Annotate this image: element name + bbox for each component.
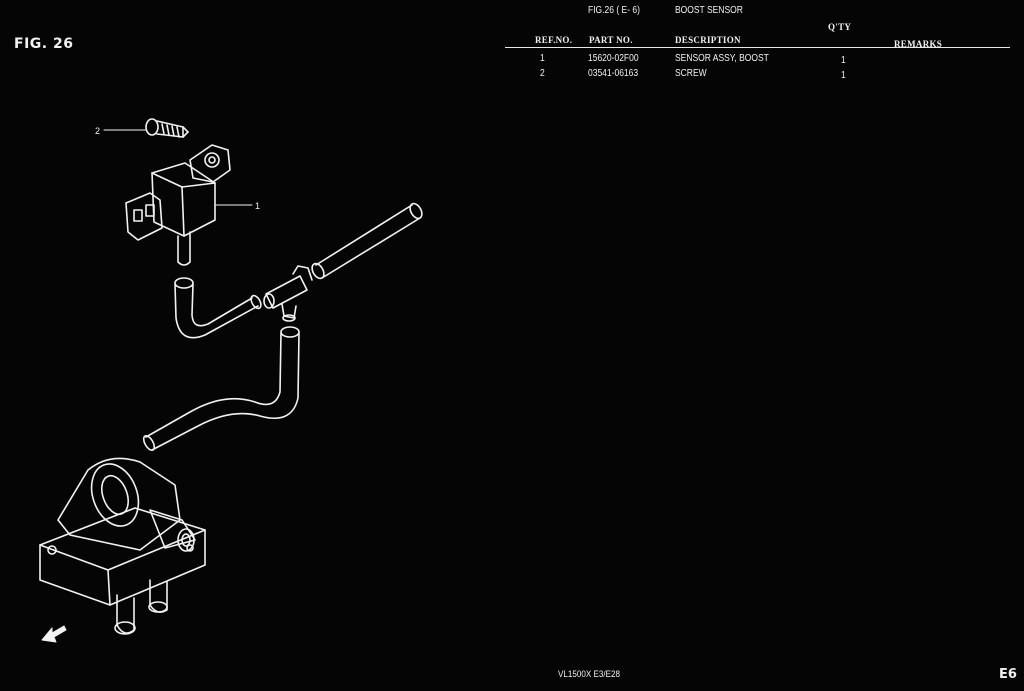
column-header-part-no: PART NO.: [589, 35, 633, 45]
row-qty: 1: [841, 70, 846, 81]
figure-reference: FIG.26 ( E- 6): [588, 5, 640, 16]
header-divider: [505, 47, 1010, 48]
screw-part: [145, 118, 189, 138]
figure-label: FIG. 26: [14, 36, 74, 52]
callout-sensor: 1: [255, 201, 260, 211]
lower-hose-part: [142, 326, 300, 452]
row-ref-no: 1: [540, 53, 545, 64]
column-header-description: DESCRIPTION: [675, 35, 741, 45]
row-part-no: 03541-06163: [588, 68, 639, 79]
boost-sensor-part: [125, 144, 231, 266]
t-joint-part: [263, 265, 313, 322]
row-qty: 1: [841, 55, 846, 66]
row-ref-no: 2: [540, 68, 545, 79]
column-header-remarks: REMARKS: [894, 39, 943, 49]
column-header-ref-no: REF.NO.: [535, 35, 573, 45]
front-direction-arrow-icon: [41, 625, 67, 643]
callout-screw: 2: [95, 126, 100, 136]
row-description: SCREW: [675, 68, 707, 79]
page-number: E6: [999, 667, 1017, 682]
upper-hose-part: [311, 202, 423, 280]
model-footer: VL1500X E3/E28: [558, 669, 620, 680]
elbow-hose-part: [174, 277, 262, 339]
intake-fitting-part: [39, 457, 206, 635]
row-part-no: 15620-02F00: [588, 53, 639, 64]
row-description: SENSOR ASSY, BOOST: [675, 53, 769, 64]
column-header-qty: Q'TY: [828, 22, 852, 32]
page-title: BOOST SENSOR: [675, 5, 743, 16]
